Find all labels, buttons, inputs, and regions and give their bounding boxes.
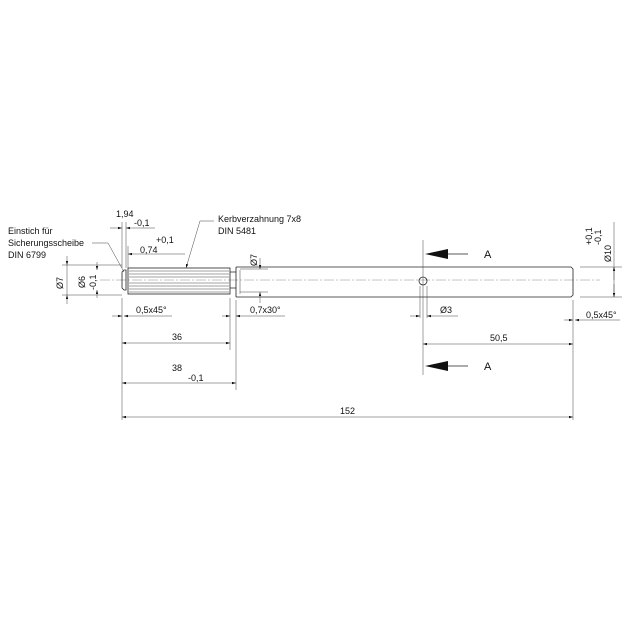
groove-dimensions: 1,94 -0,1 +0,1 0,74	[110, 209, 185, 268]
dim-text: 0,5x45°	[136, 305, 167, 315]
dim-text: -0,1	[188, 373, 204, 383]
dim-text: 0,7x30°	[250, 305, 281, 315]
dim-text: 0,5x45°	[586, 310, 617, 320]
left-diameter-dims: Ø7 Ø6 -0,1	[55, 256, 122, 304]
shoulder	[230, 267, 237, 297]
dim-text: Ø10	[603, 245, 613, 262]
dim-text: 38	[172, 363, 182, 373]
dim-text: -0,1	[88, 274, 98, 290]
note-line: Einstich für	[8, 226, 53, 236]
spline-note: Kerbverzahnung 7x8 DIN 5481	[185, 214, 301, 269]
length-dims: 36 38 -0,1 152 50,5	[122, 240, 573, 419]
dim-text: -0,1	[593, 229, 603, 245]
dim-text: -0,1	[134, 218, 150, 228]
section-arrow-icon	[425, 361, 448, 371]
shaft	[100, 266, 600, 298]
dim-text: +0,1	[584, 227, 594, 245]
shaft-body	[236, 266, 574, 298]
dia10-dim: Ø10 +0,1 -0,1	[580, 222, 622, 298]
hole-dim: Ø3	[410, 286, 458, 318]
note-line: DIN 5481	[218, 226, 256, 236]
dim-text: 152	[340, 406, 355, 416]
dim-text: +0,1	[156, 235, 174, 245]
dim-text: Ø3	[440, 305, 452, 315]
dim-text: 36	[172, 332, 182, 342]
dim-text: 50,5	[490, 333, 508, 343]
dim-text: Ø7	[55, 277, 65, 289]
groove-note: Einstich für Sicherungsscheibe DIN 6799	[8, 226, 125, 273]
section-marker: A A	[425, 249, 492, 373]
note-line: Kerbverzahnung 7x8	[218, 214, 301, 224]
section-label: A	[484, 361, 492, 373]
note-line: DIN 6799	[8, 250, 46, 260]
groove-end	[121, 269, 127, 291]
spline-section	[127, 267, 231, 295]
section-label: A	[484, 249, 492, 261]
dim-text: Ø6	[77, 276, 87, 288]
dim-text: 0,74	[140, 245, 158, 255]
section-arrow-icon	[425, 249, 448, 259]
dim-text: 1,94	[116, 209, 134, 219]
dim-text: Ø7	[249, 254, 259, 266]
spline-teeth	[129, 270, 229, 293]
chamfer-dims: 0,5x45° 0,7x30° Ø7 0,5x45°	[112, 254, 620, 420]
note-line: Sicherungsscheibe	[8, 238, 84, 248]
